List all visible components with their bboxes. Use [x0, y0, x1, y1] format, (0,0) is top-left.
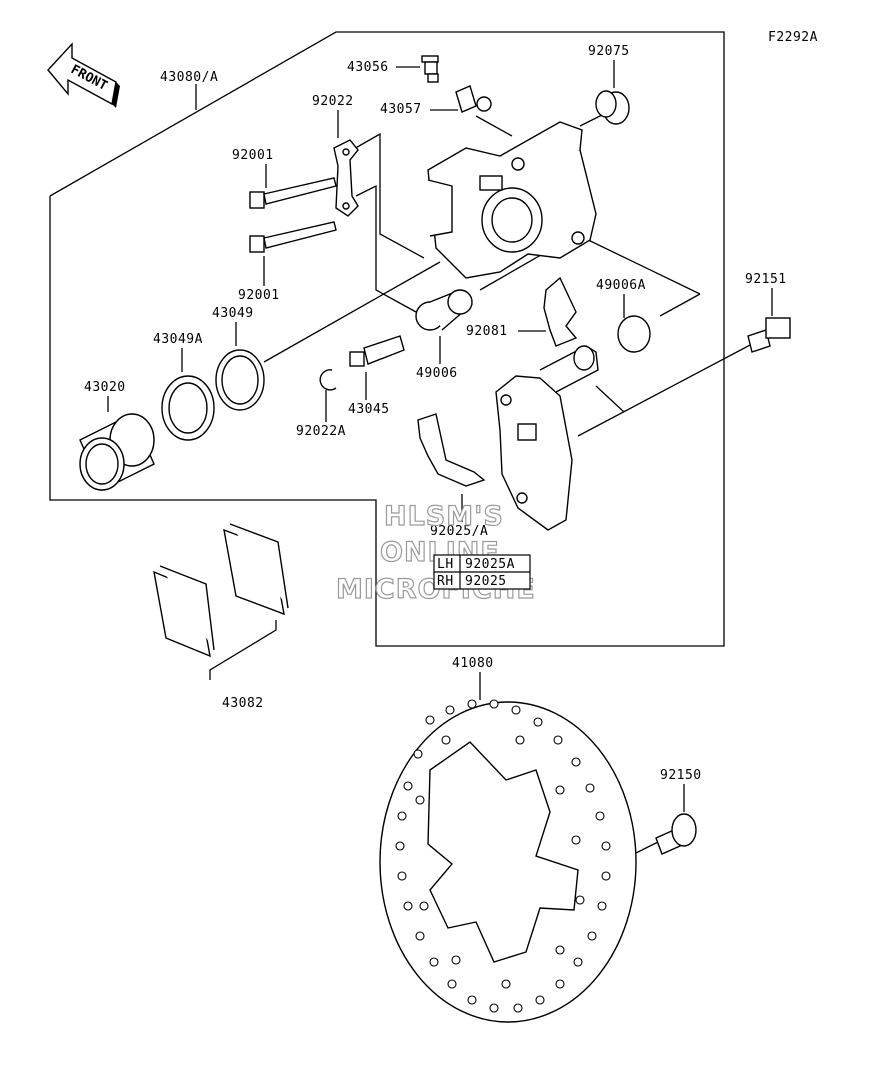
pin-43045: [349, 335, 405, 367]
caliper-body: [427, 121, 597, 279]
label-41080: 41080: [452, 656, 494, 671]
seal-43049A: [161, 375, 215, 441]
label-43080: 43080/A: [160, 70, 218, 85]
disc-bolt-92150: [655, 813, 697, 855]
label-43049A: 43049A: [153, 332, 203, 347]
pad-spring-92025: [417, 413, 486, 487]
label-92150: 92150: [660, 768, 702, 783]
lock-plate-92022: [333, 139, 359, 217]
label-43082: 43082: [222, 696, 264, 711]
bleeder-valve-43056: [421, 55, 439, 83]
brake-pads-43082: [153, 523, 289, 658]
boot-49006A: [617, 315, 651, 353]
label-92151: 92151: [745, 272, 787, 287]
label-92022: 92022: [312, 94, 354, 109]
caliper-holder: [495, 345, 599, 531]
assembly-boundary: [49, 31, 725, 647]
label-92022A: 92022A: [296, 424, 346, 439]
label-92001-bottom: 92001: [238, 288, 280, 303]
clip-92022A: [319, 369, 337, 391]
bleeder-cap-43057: [455, 85, 492, 113]
diagram-code: F2292A: [768, 30, 818, 45]
variant-table: LH 92025A RH 92025: [433, 554, 531, 590]
spring-92081: [543, 276, 578, 347]
front-arrow-icon: FRONT: [47, 42, 120, 108]
label-49006: 49006: [416, 366, 458, 381]
variant-lh-part: 92025A: [465, 557, 515, 572]
label-43057: 43057: [380, 102, 422, 117]
variant-rh-part: 92025: [465, 574, 507, 589]
label-43056: 43056: [347, 60, 389, 75]
bushing-49006: [415, 289, 473, 331]
piston-43020: [79, 413, 155, 491]
label-43045: 43045: [348, 402, 390, 417]
label-43049: 43049: [212, 306, 254, 321]
label-92075: 92075: [588, 44, 630, 59]
bolt-92151: [747, 317, 791, 353]
bolt-92001-top: [249, 177, 337, 209]
label-92025: 92025/A: [430, 524, 488, 539]
variant-lh-side: LH: [437, 557, 454, 572]
variant-rh-side: RH: [437, 574, 454, 589]
seal-43049: [215, 349, 265, 411]
dust-boot-92075: [595, 90, 630, 125]
label-92081: 92081: [466, 324, 508, 339]
bolt-92001-bottom: [249, 221, 337, 253]
label-49006A: 49006A: [596, 278, 646, 293]
label-92001-top: 92001: [232, 148, 274, 163]
brake-disc-41080: [379, 699, 637, 1023]
label-43020: 43020: [84, 380, 126, 395]
svg-text:HLSM'S: HLSM'S: [384, 501, 504, 532]
